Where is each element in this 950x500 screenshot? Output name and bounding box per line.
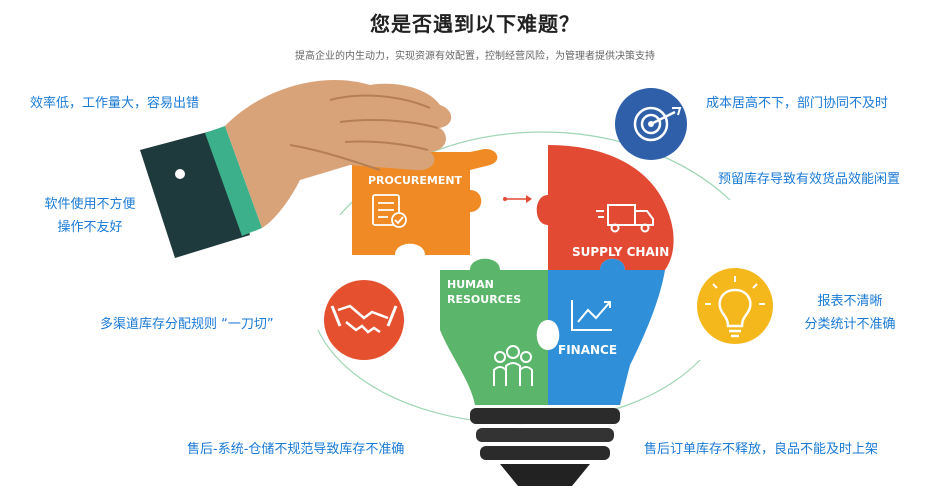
issue-multichannel-allocation: 多渠道库存分配规则 “一刀切” bbox=[100, 317, 274, 332]
page-subtitle: 提高企业的内生动力，实现资源有效配置，控制经营风险，为管理者提供决策支持 bbox=[295, 51, 655, 62]
issue-software-usability-line2: 操作不友好 bbox=[57, 220, 123, 235]
target-icon bbox=[615, 88, 687, 160]
issue-software-usability-line1: 软件使用不方便 bbox=[44, 197, 136, 212]
human-resources-piece: HUMAN RESOURCES bbox=[440, 258, 548, 405]
human-resources-label-1: HUMAN bbox=[447, 278, 494, 291]
procurement-label: PROCUREMENT bbox=[368, 174, 463, 187]
lightbulb-icon bbox=[697, 268, 773, 344]
issue-reporting-line2: 分类统计不准确 bbox=[804, 317, 896, 332]
issue-reporting-line1: 报表不清晰 bbox=[817, 294, 883, 309]
supply-chain-label: SUPPLY CHAIN bbox=[572, 245, 669, 259]
handshake-icon bbox=[324, 280, 404, 360]
finance-label: FINANCE bbox=[558, 343, 617, 357]
issue-aftersales-inventory-accuracy: 售后-系统-仓储不规范导致库存不准确 bbox=[187, 442, 405, 457]
checklist-icon bbox=[372, 194, 407, 228]
delivery-truck-icon bbox=[596, 204, 654, 233]
issue-high-cost: 成本居高不下，部门协同不及时 bbox=[706, 96, 889, 111]
issue-aftersales-order-release: 售后订单库存不释放，良品不能及时上架 bbox=[644, 442, 879, 457]
issue-software-usability: 软件使用不方便 操作不友好 bbox=[20, 193, 160, 235]
hand-illustration bbox=[140, 79, 452, 258]
people-icon bbox=[493, 345, 533, 386]
rising-chart-icon bbox=[571, 300, 612, 331]
issue-low-efficiency: 效率低，工作量大，容易出错 bbox=[30, 96, 200, 111]
bulb-base bbox=[470, 408, 620, 486]
human-resources-label-2: RESOURCES bbox=[447, 293, 521, 306]
issue-reporting: 报表不清晰 分类统计不准确 bbox=[790, 290, 910, 332]
issue-reserved-inventory: 预留库存导致有效货品效能闲置 bbox=[718, 172, 901, 187]
page-title: 您是否遇到以下难题？ bbox=[370, 12, 580, 36]
procurement-piece: PROCUREMENT bbox=[352, 140, 498, 255]
finance-piece: FINANCE bbox=[548, 258, 665, 405]
supply-chain-piece: SUPPLY CHAIN bbox=[536, 145, 674, 270]
